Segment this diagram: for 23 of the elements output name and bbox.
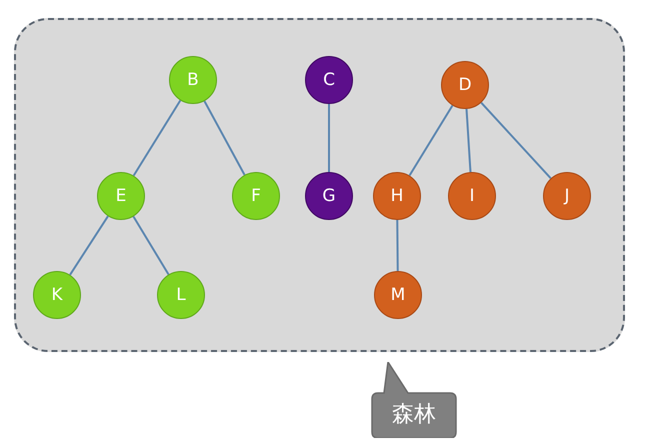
- tree-node-circle: F: [232, 172, 280, 220]
- tree-edge-line: [480, 102, 552, 179]
- tree-node-circle: E: [97, 172, 145, 220]
- tree-node-circle: I: [448, 172, 496, 220]
- callout-bubble: 森林: [370, 362, 458, 438]
- tree-edge-line: [466, 108, 472, 172]
- tree-edge-line: [204, 100, 246, 176]
- tree-node-circle: G: [305, 172, 353, 220]
- tree-node-circle: K: [33, 271, 81, 319]
- forest-region: [14, 18, 625, 352]
- tree-edge-line: [328, 104, 330, 172]
- tree-node-circle: J: [543, 172, 591, 220]
- tree-node-circle: L: [157, 271, 205, 319]
- tree-edge-line: [132, 216, 170, 275]
- tree-edge-line: [132, 100, 182, 176]
- tree-node-circle: M: [374, 271, 422, 319]
- tree-node-circle: C: [305, 56, 353, 104]
- tree-node-circle: H: [373, 172, 421, 220]
- tree-edge-line: [396, 220, 399, 272]
- tree-node-circle: D: [441, 61, 489, 109]
- tree-edge-line: [408, 104, 454, 176]
- tree-edge-line: [69, 216, 109, 276]
- tree-node-circle: B: [169, 56, 217, 104]
